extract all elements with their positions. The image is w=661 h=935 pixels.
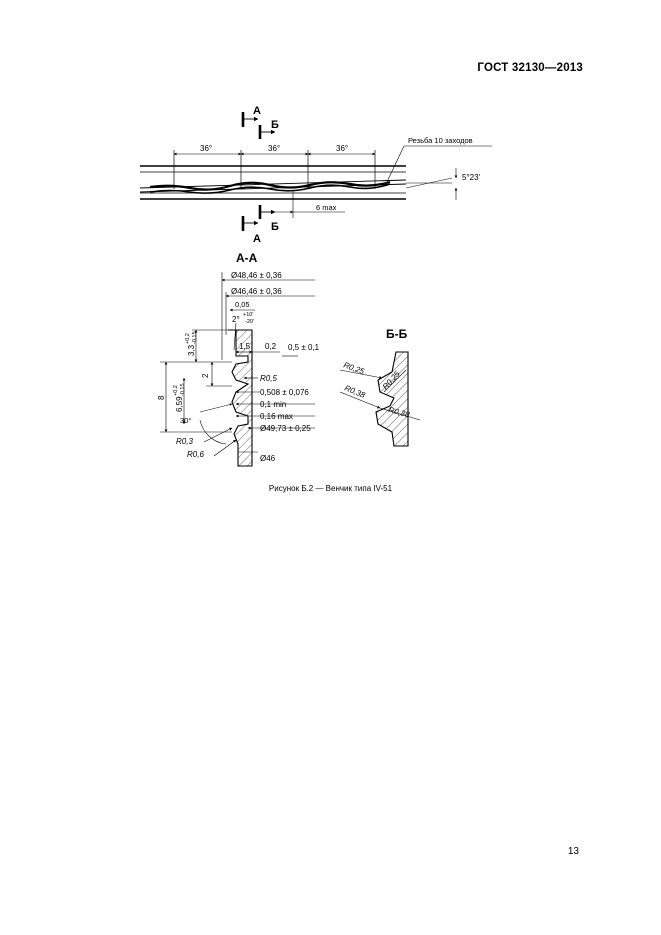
- dim-016: 0,16 max: [260, 412, 293, 421]
- top-view-labels: А Б А Б 36° 36° 36° Резьба 10 заходов 5°…: [200, 105, 481, 245]
- section-mark-b-top: Б: [271, 119, 279, 131]
- section-aa-title: А-А: [236, 251, 258, 265]
- section-aa-drawing: [160, 272, 315, 467]
- dim-d2: Ø46,46 ± 0,36: [231, 287, 282, 296]
- technical-drawing: А Б А Б 36° 36° 36° Резьба 10 заходов 5°…: [139, 105, 492, 467]
- document-header: ГОСТ 32130—2013: [477, 62, 583, 74]
- dim-v33-up: +0,2: [185, 333, 191, 344]
- section-mark-a-bottom: А: [253, 233, 261, 245]
- dim-02: 0,2: [265, 342, 277, 351]
- dim-4973: Ø49,73 ± 0,25: [260, 424, 311, 433]
- section-mark-b-bottom: Б: [271, 221, 279, 233]
- dim-005: 0,05: [235, 300, 250, 309]
- dim-r025-left: R0,25: [342, 360, 366, 376]
- dim-v659-base: 6,59: [175, 396, 184, 412]
- thread-label: Резьба 10 заходов: [408, 136, 473, 145]
- dim-05: 0,5 ± 0,1: [288, 343, 320, 352]
- dim-d1: Ø48,46 ± 0,36: [231, 271, 282, 280]
- dim-r03: R0,3: [176, 437, 193, 446]
- dim-01: 0,1 min: [260, 400, 286, 409]
- figure-caption: Рисунок Б.2 — Венчик типа IV-51: [268, 484, 393, 493]
- dim-v2: 2: [201, 373, 210, 378]
- dim-d46: Ø46: [260, 454, 276, 463]
- section-aa-labels: А-А Ø48,46 ± 0,36 Ø46,46 ± 0,36 0,05 2° …: [157, 251, 320, 463]
- dim-r038-left: R0,38: [343, 384, 367, 401]
- dim-v33-down: -0,15: [192, 331, 198, 344]
- dim-v33-base: 3,3: [187, 344, 196, 356]
- page-number: 13: [567, 846, 579, 857]
- dim-angle-tol-down: -20': [245, 319, 254, 325]
- section-mark-a-top: А: [253, 105, 261, 117]
- dim-angle-tol-up: +10': [243, 312, 253, 318]
- section-bb-title: Б-Б: [386, 327, 408, 341]
- dim-v659-down: -0,15: [180, 383, 186, 396]
- angle-label-1: 36°: [200, 144, 212, 153]
- section-bb-drawing: [339, 351, 421, 447]
- crown-side-view: [139, 112, 492, 231]
- dim-r05: R0,5: [260, 374, 277, 383]
- dim-angle-30: 30°: [180, 416, 191, 425]
- max-length-label: 6 max: [316, 203, 337, 212]
- angle-label-2: 36°: [268, 144, 280, 153]
- dim-v659-up: +0,2: [173, 385, 179, 396]
- angle-label-3: 36°: [336, 144, 348, 153]
- helix-angle-label: 5°23': [462, 173, 481, 182]
- dim-0508: 0,508 ± 0,076: [260, 388, 309, 397]
- dim-r06: R0,6: [187, 450, 204, 459]
- dim-15: 1,5: [239, 342, 251, 351]
- dim-v8: 8: [157, 395, 166, 400]
- dim-angle: 2°: [232, 315, 240, 324]
